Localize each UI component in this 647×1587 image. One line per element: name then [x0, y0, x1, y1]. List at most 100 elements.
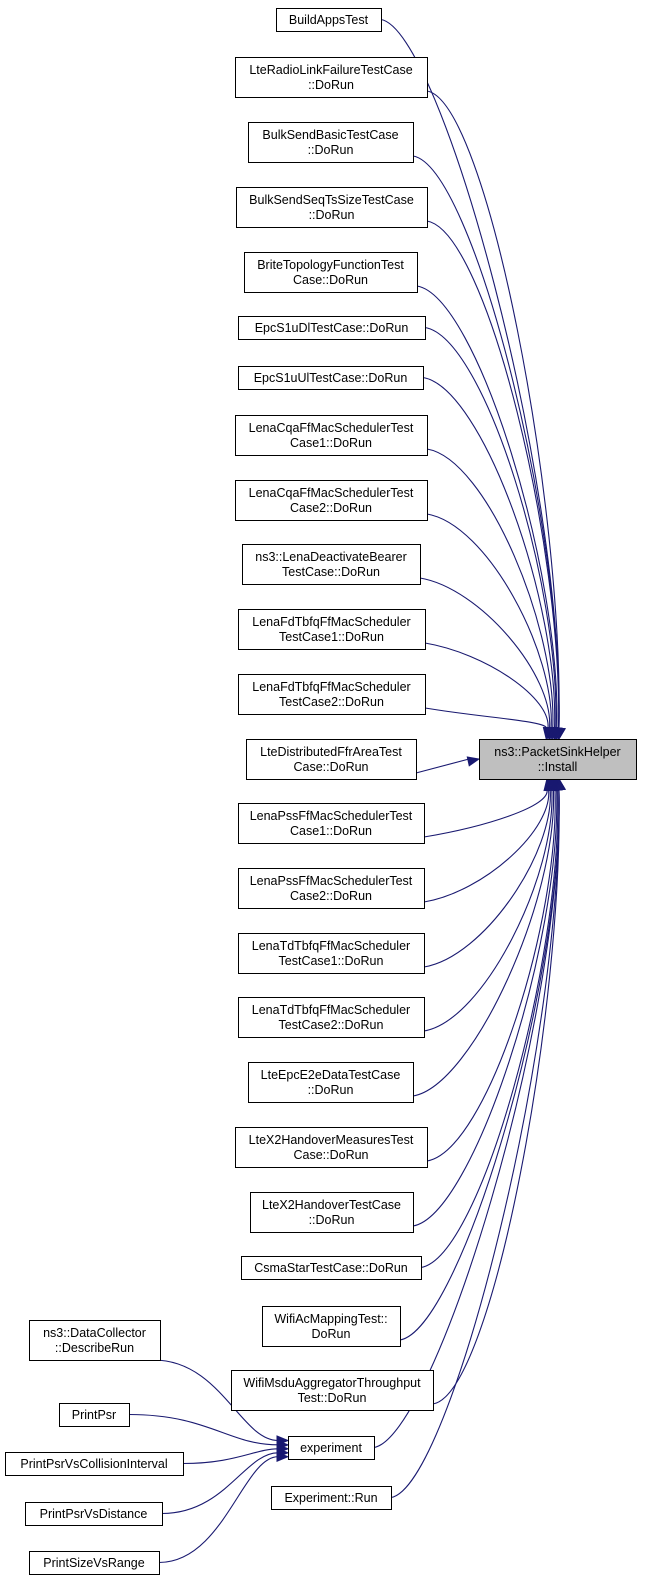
call-edge	[424, 326, 557, 730]
node-box	[235, 415, 428, 456]
call-edge	[423, 788, 548, 838]
target-node-install[interactable]: ns3::PacketSinkHelper::Install	[479, 739, 637, 780]
experiment-caller-node[interactable]: PrintPsrVsDistance	[25, 1502, 163, 1526]
node-label: LteX2HandoverMeasuresTest	[249, 1133, 414, 1147]
caller-node[interactable]: BuildAppsTest	[276, 8, 382, 32]
node-label: Case2::DoRun	[290, 889, 372, 903]
node-label: Case1::DoRun	[290, 436, 372, 450]
node-experiment[interactable]: experiment	[288, 1436, 375, 1460]
experiment-caller-node[interactable]: ns3::DataCollector::DescribeRun	[29, 1320, 161, 1361]
call-edge	[426, 513, 552, 730]
caller-node[interactable]: WifiAcMappingTest::DoRun	[262, 1306, 401, 1347]
caller-node[interactable]: BulkSendBasicTestCase::DoRun	[248, 122, 414, 163]
call-edge	[424, 642, 549, 730]
node-box	[25, 1502, 163, 1526]
caller-node[interactable]: LteEpcE2eDataTestCase::DoRun	[248, 1062, 414, 1103]
call-edge	[390, 788, 560, 1499]
node-label: ::DoRun	[309, 208, 355, 222]
node-box	[29, 1320, 161, 1361]
node-label: LteEpcE2eDataTestCase	[261, 1068, 401, 1082]
node-box	[235, 480, 428, 521]
node-box	[244, 252, 418, 293]
call-edge	[426, 788, 556, 1162]
edge-arrowhead	[276, 1451, 290, 1462]
caller-node[interactable]: EpcS1uUlTestCase::DoRun	[238, 366, 424, 390]
node-label: Case2::DoRun	[290, 501, 372, 515]
call-edge	[416, 285, 558, 730]
edge-arrowhead	[555, 777, 566, 792]
node-label: ::DoRun	[308, 78, 354, 92]
experiment-caller-node[interactable]: PrintSizeVsRange	[29, 1551, 160, 1575]
node-label: TestCase2::DoRun	[279, 695, 384, 709]
node-label: ns3::DataCollector	[43, 1326, 146, 1340]
node-label: PrintPsr	[72, 1408, 116, 1422]
node-box	[238, 674, 426, 715]
call-edge	[373, 788, 560, 1449]
caller-node[interactable]: LteRadioLinkFailureTestCase::DoRun	[235, 57, 428, 98]
call-edge	[412, 788, 555, 1097]
caller-node[interactable]: LteX2HandoverTestCase::DoRun	[250, 1192, 414, 1233]
node-label: LenaPssFfMacSchedulerTest	[250, 809, 413, 823]
node-label: LteX2HandoverTestCase	[262, 1198, 401, 1212]
caller-node[interactable]: BulkSendSeqTsSizeTestCase::DoRun	[236, 187, 428, 228]
node-label: Case1::DoRun	[290, 824, 372, 838]
call-edge	[423, 788, 550, 903]
node-box	[238, 803, 425, 844]
node-label: LteRadioLinkFailureTestCase	[249, 63, 412, 77]
node-label: EpcS1uUlTestCase::DoRun	[254, 371, 408, 385]
call-edge	[426, 220, 560, 730]
node-label: CsmaStarTestCase::DoRun	[254, 1261, 408, 1275]
node-box	[242, 544, 421, 585]
node-label: experiment	[300, 1441, 362, 1455]
experiment-caller-node[interactable]: PrintPsrVsCollisionInterval	[5, 1452, 184, 1476]
caller-node[interactable]: CsmaStarTestCase::DoRun	[241, 1256, 422, 1280]
node-box	[59, 1403, 130, 1427]
call-edge	[158, 1456, 279, 1564]
node-label: ::DoRun	[308, 1083, 354, 1097]
node-box	[479, 739, 637, 780]
node-label: WifiAcMappingTest::	[274, 1312, 387, 1326]
node-box	[250, 1192, 414, 1233]
call-edge	[432, 788, 560, 1405]
experiment-caller-node[interactable]: PrintPsr	[59, 1403, 130, 1427]
node-box	[238, 316, 426, 340]
node-box	[238, 868, 425, 909]
node-box	[235, 57, 428, 98]
node-label: TestCase1::DoRun	[279, 954, 384, 968]
node-box	[236, 187, 428, 228]
node-label: LenaPssFfMacSchedulerTest	[250, 874, 413, 888]
node-label: DoRun	[312, 1327, 351, 1341]
node-box	[241, 1256, 422, 1280]
node-box	[246, 739, 417, 780]
node-box	[238, 366, 424, 390]
node-box	[262, 1306, 401, 1347]
node-label: PrintPsrVsCollisionInterval	[20, 1457, 167, 1471]
caller-node[interactable]: Experiment::Run	[271, 1486, 392, 1510]
node-label: BulkSendBasicTestCase	[262, 128, 398, 142]
call-edge	[424, 707, 547, 730]
caller-node[interactable]: EpcS1uDlTestCase::DoRun	[238, 316, 426, 340]
node-label: ns3::PacketSinkHelper	[494, 745, 620, 759]
node-box	[288, 1436, 375, 1460]
node-label: LenaCqaFfMacSchedulerTest	[249, 486, 414, 500]
node-label: ns3::LenaDeactivateBearer	[255, 550, 406, 564]
node-label: EpcS1uDlTestCase::DoRun	[255, 321, 409, 335]
node-label: Case::DoRun	[293, 273, 368, 287]
node-label: PrintPsrVsDistance	[40, 1507, 148, 1521]
node-label: LenaTdTbfqFfMacScheduler	[252, 1003, 410, 1017]
edges-layer	[128, 18, 566, 1564]
